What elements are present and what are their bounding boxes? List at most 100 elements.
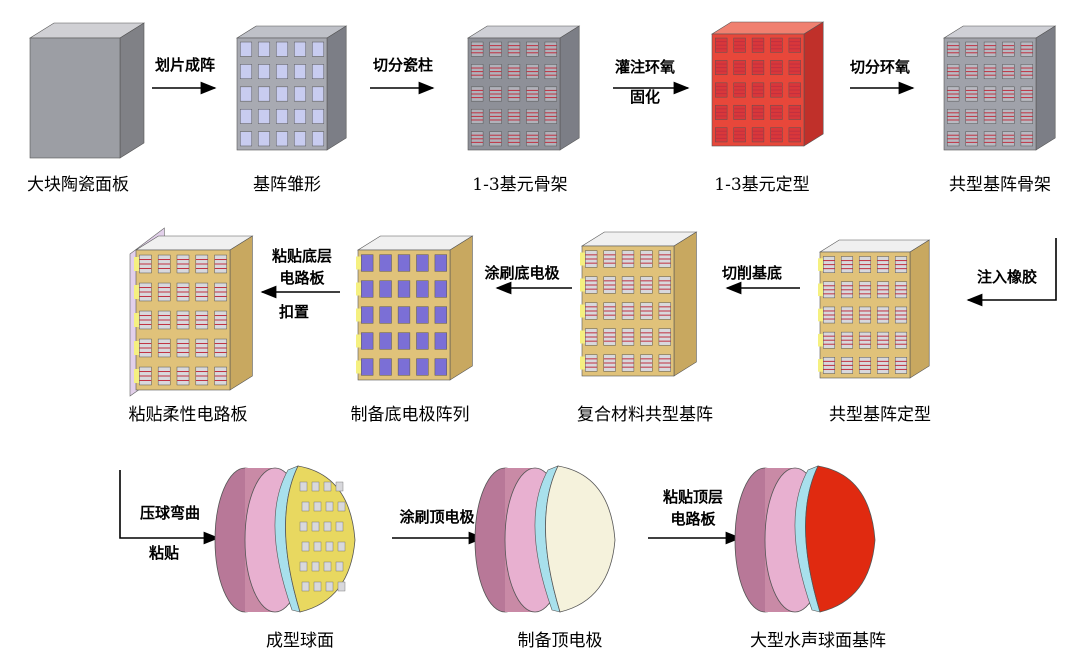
array-element	[323, 521, 332, 532]
panel-illustrations	[28, 21, 1057, 613]
array-element	[313, 501, 322, 512]
array-element	[293, 64, 307, 80]
array-element	[257, 108, 271, 124]
edge-cell	[356, 282, 361, 296]
array-element	[239, 108, 253, 124]
array-element	[257, 41, 271, 57]
array-element	[275, 108, 289, 124]
panel-side	[229, 235, 253, 391]
stage-label: 共型基阵骨架	[949, 175, 1051, 195]
array-element	[313, 581, 322, 592]
array-element	[416, 358, 429, 376]
panel-front	[29, 37, 121, 159]
spherical-array	[474, 465, 616, 613]
array-element	[323, 481, 332, 492]
array-element	[325, 581, 334, 592]
array-element	[434, 254, 447, 272]
edge-cell	[818, 333, 823, 347]
edge-cell	[356, 256, 361, 270]
array-element	[257, 86, 271, 102]
step-label: 压球弯曲粘贴	[139, 504, 201, 562]
array-element	[311, 561, 320, 572]
array-element	[239, 86, 253, 102]
array-element	[311, 521, 320, 532]
edge-cell	[356, 360, 361, 374]
step-label: 注入橡胶	[976, 268, 1038, 286]
array-element	[239, 131, 253, 147]
dome-surface	[805, 465, 876, 613]
panel-side	[449, 235, 473, 381]
array-element	[337, 541, 346, 552]
array-element	[325, 501, 334, 512]
step-label: 涂刷顶电极	[399, 508, 475, 526]
array-element	[337, 581, 346, 592]
array-element	[416, 254, 429, 272]
edge-cell	[134, 313, 139, 327]
panel	[129, 227, 254, 397]
panel-side	[119, 22, 145, 159]
array-element	[434, 280, 447, 298]
array-element	[257, 131, 271, 147]
array-element	[361, 306, 374, 324]
array-element	[311, 86, 325, 102]
array-element	[293, 108, 307, 124]
panel-side	[673, 231, 697, 377]
panel	[356, 235, 474, 381]
array-element	[397, 280, 411, 298]
array-element	[275, 64, 289, 80]
array-element	[325, 541, 334, 552]
array-element	[311, 41, 325, 57]
panel-side	[1035, 25, 1056, 151]
array-element	[299, 521, 308, 532]
array-element	[434, 358, 447, 376]
edge-cell	[818, 359, 823, 372]
panel	[235, 25, 348, 151]
array-element	[337, 501, 346, 512]
array-element	[379, 332, 392, 350]
edge-cell	[134, 341, 139, 355]
edge-cell	[356, 308, 361, 322]
array-element	[275, 131, 289, 147]
array-element	[397, 332, 411, 350]
step-label: 灌注环氧固化	[614, 58, 676, 106]
spherical-array	[214, 465, 356, 613]
edge-cell	[134, 369, 139, 383]
step-label: 切分瓷柱	[372, 56, 434, 74]
array-element	[416, 280, 429, 298]
stage-label: 制备底电极阵列	[350, 405, 470, 425]
stage-label: 基阵雏形	[253, 175, 321, 195]
array-element	[361, 254, 374, 272]
edge-cell	[818, 308, 823, 322]
panel-side	[326, 25, 347, 151]
stage-label: 成型球面	[266, 631, 334, 651]
array-element	[311, 64, 325, 80]
panel	[580, 231, 698, 377]
panel	[942, 25, 1057, 151]
stage-label: 大块陶瓷面板	[27, 175, 129, 195]
array-element	[299, 481, 308, 492]
array-element	[416, 306, 429, 324]
array-element	[239, 41, 253, 57]
array-element	[379, 254, 392, 272]
arrow	[119, 470, 220, 545]
array-element	[311, 108, 325, 124]
edge-cell	[356, 334, 361, 348]
step-label: 涂刷底电极	[484, 264, 560, 282]
array-element	[434, 332, 447, 350]
edge-cell	[818, 258, 823, 271]
array-element	[293, 131, 307, 147]
array-element	[293, 41, 307, 57]
array-element	[335, 481, 344, 492]
array-element	[275, 86, 289, 102]
step-label: 划片成阵	[154, 56, 216, 74]
stage-label: 共型基阵定型	[829, 405, 931, 425]
edge-cell	[134, 285, 139, 299]
array-element	[379, 280, 392, 298]
panel	[28, 22, 146, 159]
array-element	[275, 41, 289, 57]
array-element	[239, 64, 253, 80]
stage-label: 1-3基元骨架	[472, 175, 568, 195]
step-label: 粘贴底层电路板扣置	[271, 247, 333, 321]
